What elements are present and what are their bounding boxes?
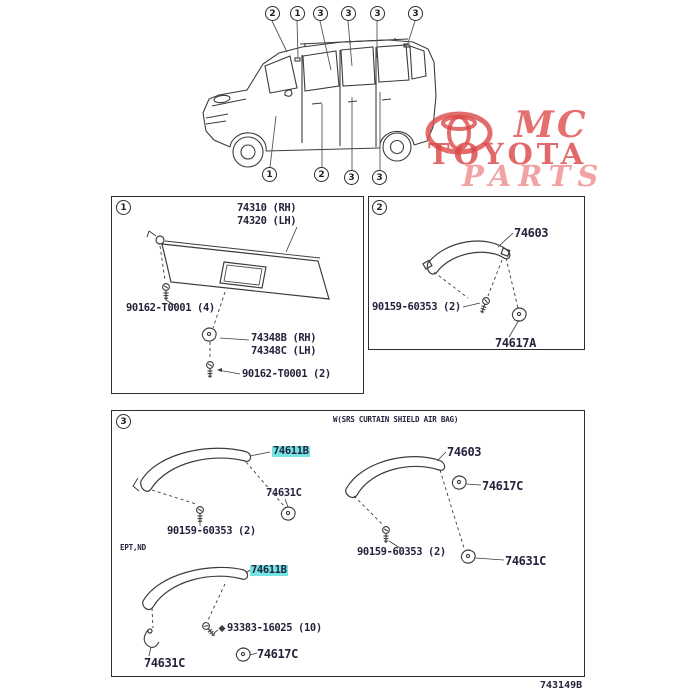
part-label-74320-lh: 74320 (LH) xyxy=(237,215,297,227)
section-box-3 xyxy=(111,410,585,677)
part-label-74631c-lower: 74631C xyxy=(144,656,185,670)
callout-circle-bottom-1: 1 xyxy=(262,167,277,182)
callout-circle-top-1: 2 xyxy=(265,6,280,21)
part-label-74617c-b: 74617C xyxy=(257,647,298,661)
callout-circle-top-3: 3 xyxy=(313,6,328,21)
sun-visor-drawing xyxy=(146,226,330,379)
part-label-90159-60353-left: 90159-60353 (2) xyxy=(167,525,256,537)
part-label-74603-a: 74603 xyxy=(514,226,549,240)
section-1-number: 1 xyxy=(116,200,131,215)
part-label-93383-16025: 93383-16025 (10) xyxy=(227,622,322,634)
part-label-74348c-lh: 74348C (LH) xyxy=(251,345,317,357)
ept-note: EPT,ND xyxy=(120,543,146,552)
part-label-74631c-left: 74631C xyxy=(266,487,302,499)
section-3-number: 3 xyxy=(116,414,131,429)
callout-circle-bottom-2: 2 xyxy=(314,167,329,182)
part-label-90159-60353-right: 90159-60353 (2) xyxy=(357,546,446,558)
grip-74611b-lower-drawing xyxy=(142,566,258,662)
callout-circle-top-2: 1 xyxy=(290,6,305,21)
airbag-note: W(SRS CURTAIN SHIELD AIR BAG) xyxy=(333,415,459,424)
grip-74603-right-drawing xyxy=(345,451,505,564)
part-label-90159-60353-a: 90159-60353 (2) xyxy=(372,301,461,313)
section-box-1 xyxy=(111,196,364,394)
part-label-74617a: 74617A xyxy=(495,336,536,350)
callout-leader-lines xyxy=(269,20,416,170)
section-box-2 xyxy=(368,196,585,350)
callout-circle-bottom-4: 3 xyxy=(372,170,387,185)
part-label-74310-rh: 74310 (RH) xyxy=(237,202,297,214)
part-label-74603-b: 74603 xyxy=(447,445,482,459)
doc-number: 743149B xyxy=(540,680,583,691)
part-label-74611b-left-highlighted: 74611B xyxy=(272,445,310,457)
callout-circle-top-6: 3 xyxy=(408,6,423,21)
part-label-74631c-right: 74631C xyxy=(505,554,546,568)
callout-circle-top-5: 3 xyxy=(370,6,385,21)
grip-74611b-left-drawing xyxy=(132,447,296,526)
assist-grip-a-drawing xyxy=(422,232,527,338)
callout-circle-top-4: 3 xyxy=(341,6,356,21)
part-label-74611b-lower-highlighted: 74611B xyxy=(250,564,288,576)
part-label-90162-t0001-4: 90162-T0001 (4) xyxy=(126,302,215,314)
vehicle-drawing xyxy=(202,38,437,168)
part-label-90162-t0001-2: 90162-T0001 (2) xyxy=(242,368,331,380)
part-label-74348b-rh: 74348B (RH) xyxy=(251,332,317,344)
part-label-74617c-a: 74617C xyxy=(482,479,523,493)
section-2-number: 2 xyxy=(372,200,387,215)
callout-circle-bottom-3: 3 xyxy=(344,170,359,185)
